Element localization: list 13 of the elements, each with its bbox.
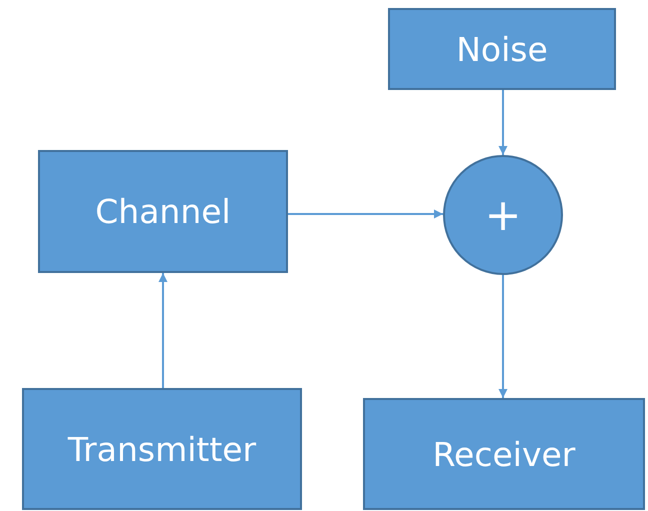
node-label: Channel	[95, 192, 231, 231]
node-label: Receiver	[432, 434, 576, 474]
process-box	[22, 388, 302, 510]
arrow	[288, 210, 443, 218]
arrow	[158, 273, 168, 388]
node-label: +	[484, 190, 522, 240]
process-box	[38, 150, 288, 273]
process-box	[388, 8, 616, 90]
arrow	[498, 90, 508, 155]
process-box	[363, 398, 645, 510]
node-label: Transmitter	[68, 430, 256, 468]
arrow	[498, 275, 508, 398]
node-label: Noise	[456, 30, 548, 68]
